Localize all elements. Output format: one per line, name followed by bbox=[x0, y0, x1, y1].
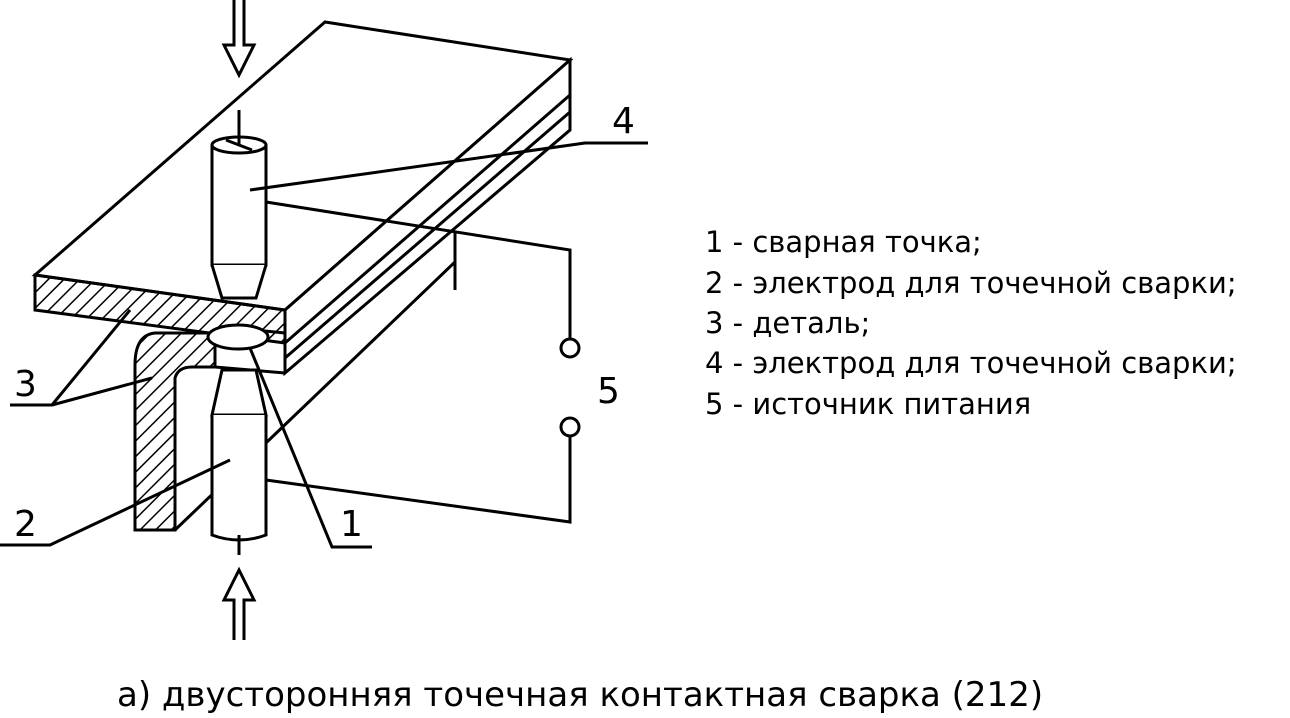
terminal-lower bbox=[559, 416, 581, 438]
weld-nugget bbox=[206, 323, 270, 351]
callout-2: 2 bbox=[14, 504, 37, 545]
upper-wire bbox=[265, 200, 572, 338]
callout-1: 1 bbox=[340, 504, 363, 545]
leader-1 bbox=[248, 347, 372, 549]
top-force-arrow-icon bbox=[221, 0, 257, 79]
caption: а) двусторонняя точечная контактная свар… bbox=[117, 675, 1043, 715]
terminal-upper bbox=[559, 337, 581, 359]
legend-item-4: 4 - электрод для точечной сварки; bbox=[705, 346, 1237, 380]
leader-3b bbox=[51, 376, 153, 407]
leader-2 bbox=[0, 458, 231, 547]
legend: 1 - сварная точка; 2 - электрод для точе… bbox=[705, 225, 1237, 421]
callout-3: 3 bbox=[14, 364, 37, 405]
legend-item-5: 5 - источник питания bbox=[705, 387, 1031, 421]
upper-electrode bbox=[210, 110, 268, 300]
legend-item-2: 2 - электрод для точечной сварки; bbox=[705, 266, 1237, 300]
lower-wire bbox=[265, 436, 572, 524]
legend-item-3: 3 - деталь; bbox=[705, 306, 870, 340]
callout-4: 4 bbox=[612, 101, 635, 142]
lower-electrode bbox=[210, 368, 268, 555]
bottom-force-arrow-icon bbox=[221, 566, 257, 640]
legend-item-1: 1 - сварная точка; bbox=[705, 225, 982, 259]
callout-5: 5 bbox=[597, 371, 620, 412]
leader-4 bbox=[249, 141, 648, 192]
